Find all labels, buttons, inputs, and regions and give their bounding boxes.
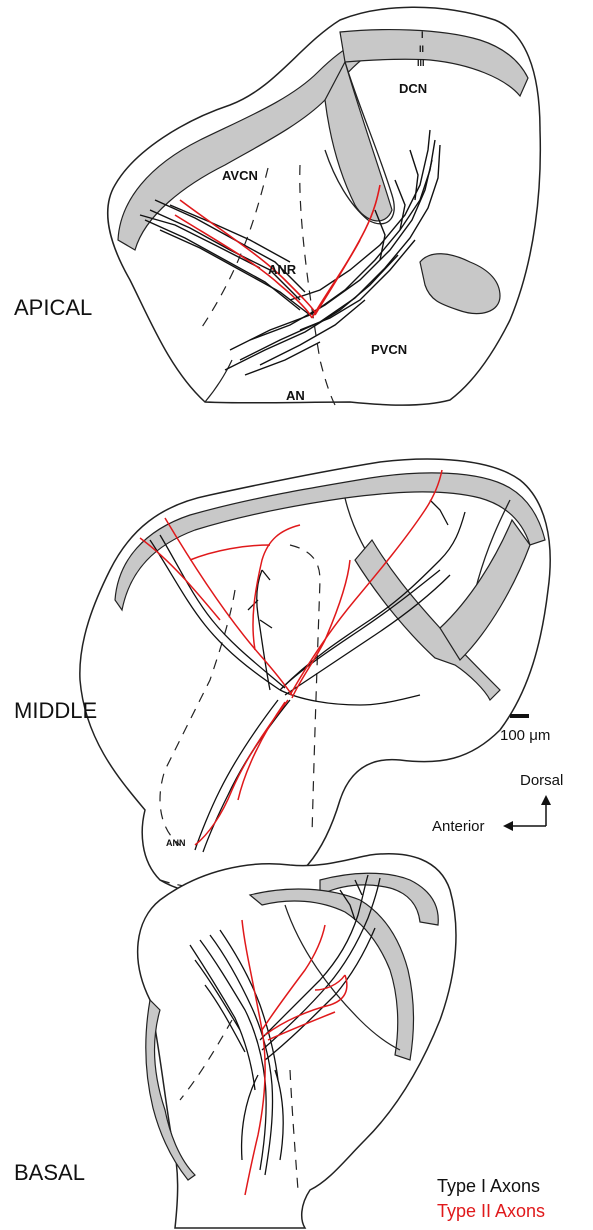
apical-section: I II III DCN AVCN ANR PVCN AN APICAL [14,7,540,405]
legend-type1: Type I Axons [437,1176,540,1196]
dcn-label: DCN [399,81,427,96]
apical-section-label: APICAL [14,295,92,320]
scale-bar-label: 100 μm [500,727,550,744]
ann-label: ANN [166,838,186,848]
basal-section: BASAL [14,854,456,1228]
layer-label-i: I [421,30,424,40]
scale-bar-line [510,714,529,718]
layer-label-iii: III [417,58,425,68]
legend-type2: Type II Axons [437,1201,545,1221]
middle-section-label: MIDDLE [14,698,97,723]
avcn-label: AVCN [222,168,258,183]
layer-label-ii: II [419,44,424,54]
dorsal-arrow-icon [541,795,551,805]
pvcn-label: PVCN [371,342,407,357]
anr-label: ANR [268,262,297,277]
basal-section-label: BASAL [14,1160,85,1185]
anterior-label: Anterior [432,818,485,835]
legend: Type I Axons Type II Axons [437,1176,545,1221]
anterior-arrow-icon [503,821,513,831]
an-label: AN [286,388,305,403]
dorsal-label: Dorsal [520,772,563,789]
orientation-compass: Dorsal Anterior [432,772,563,835]
